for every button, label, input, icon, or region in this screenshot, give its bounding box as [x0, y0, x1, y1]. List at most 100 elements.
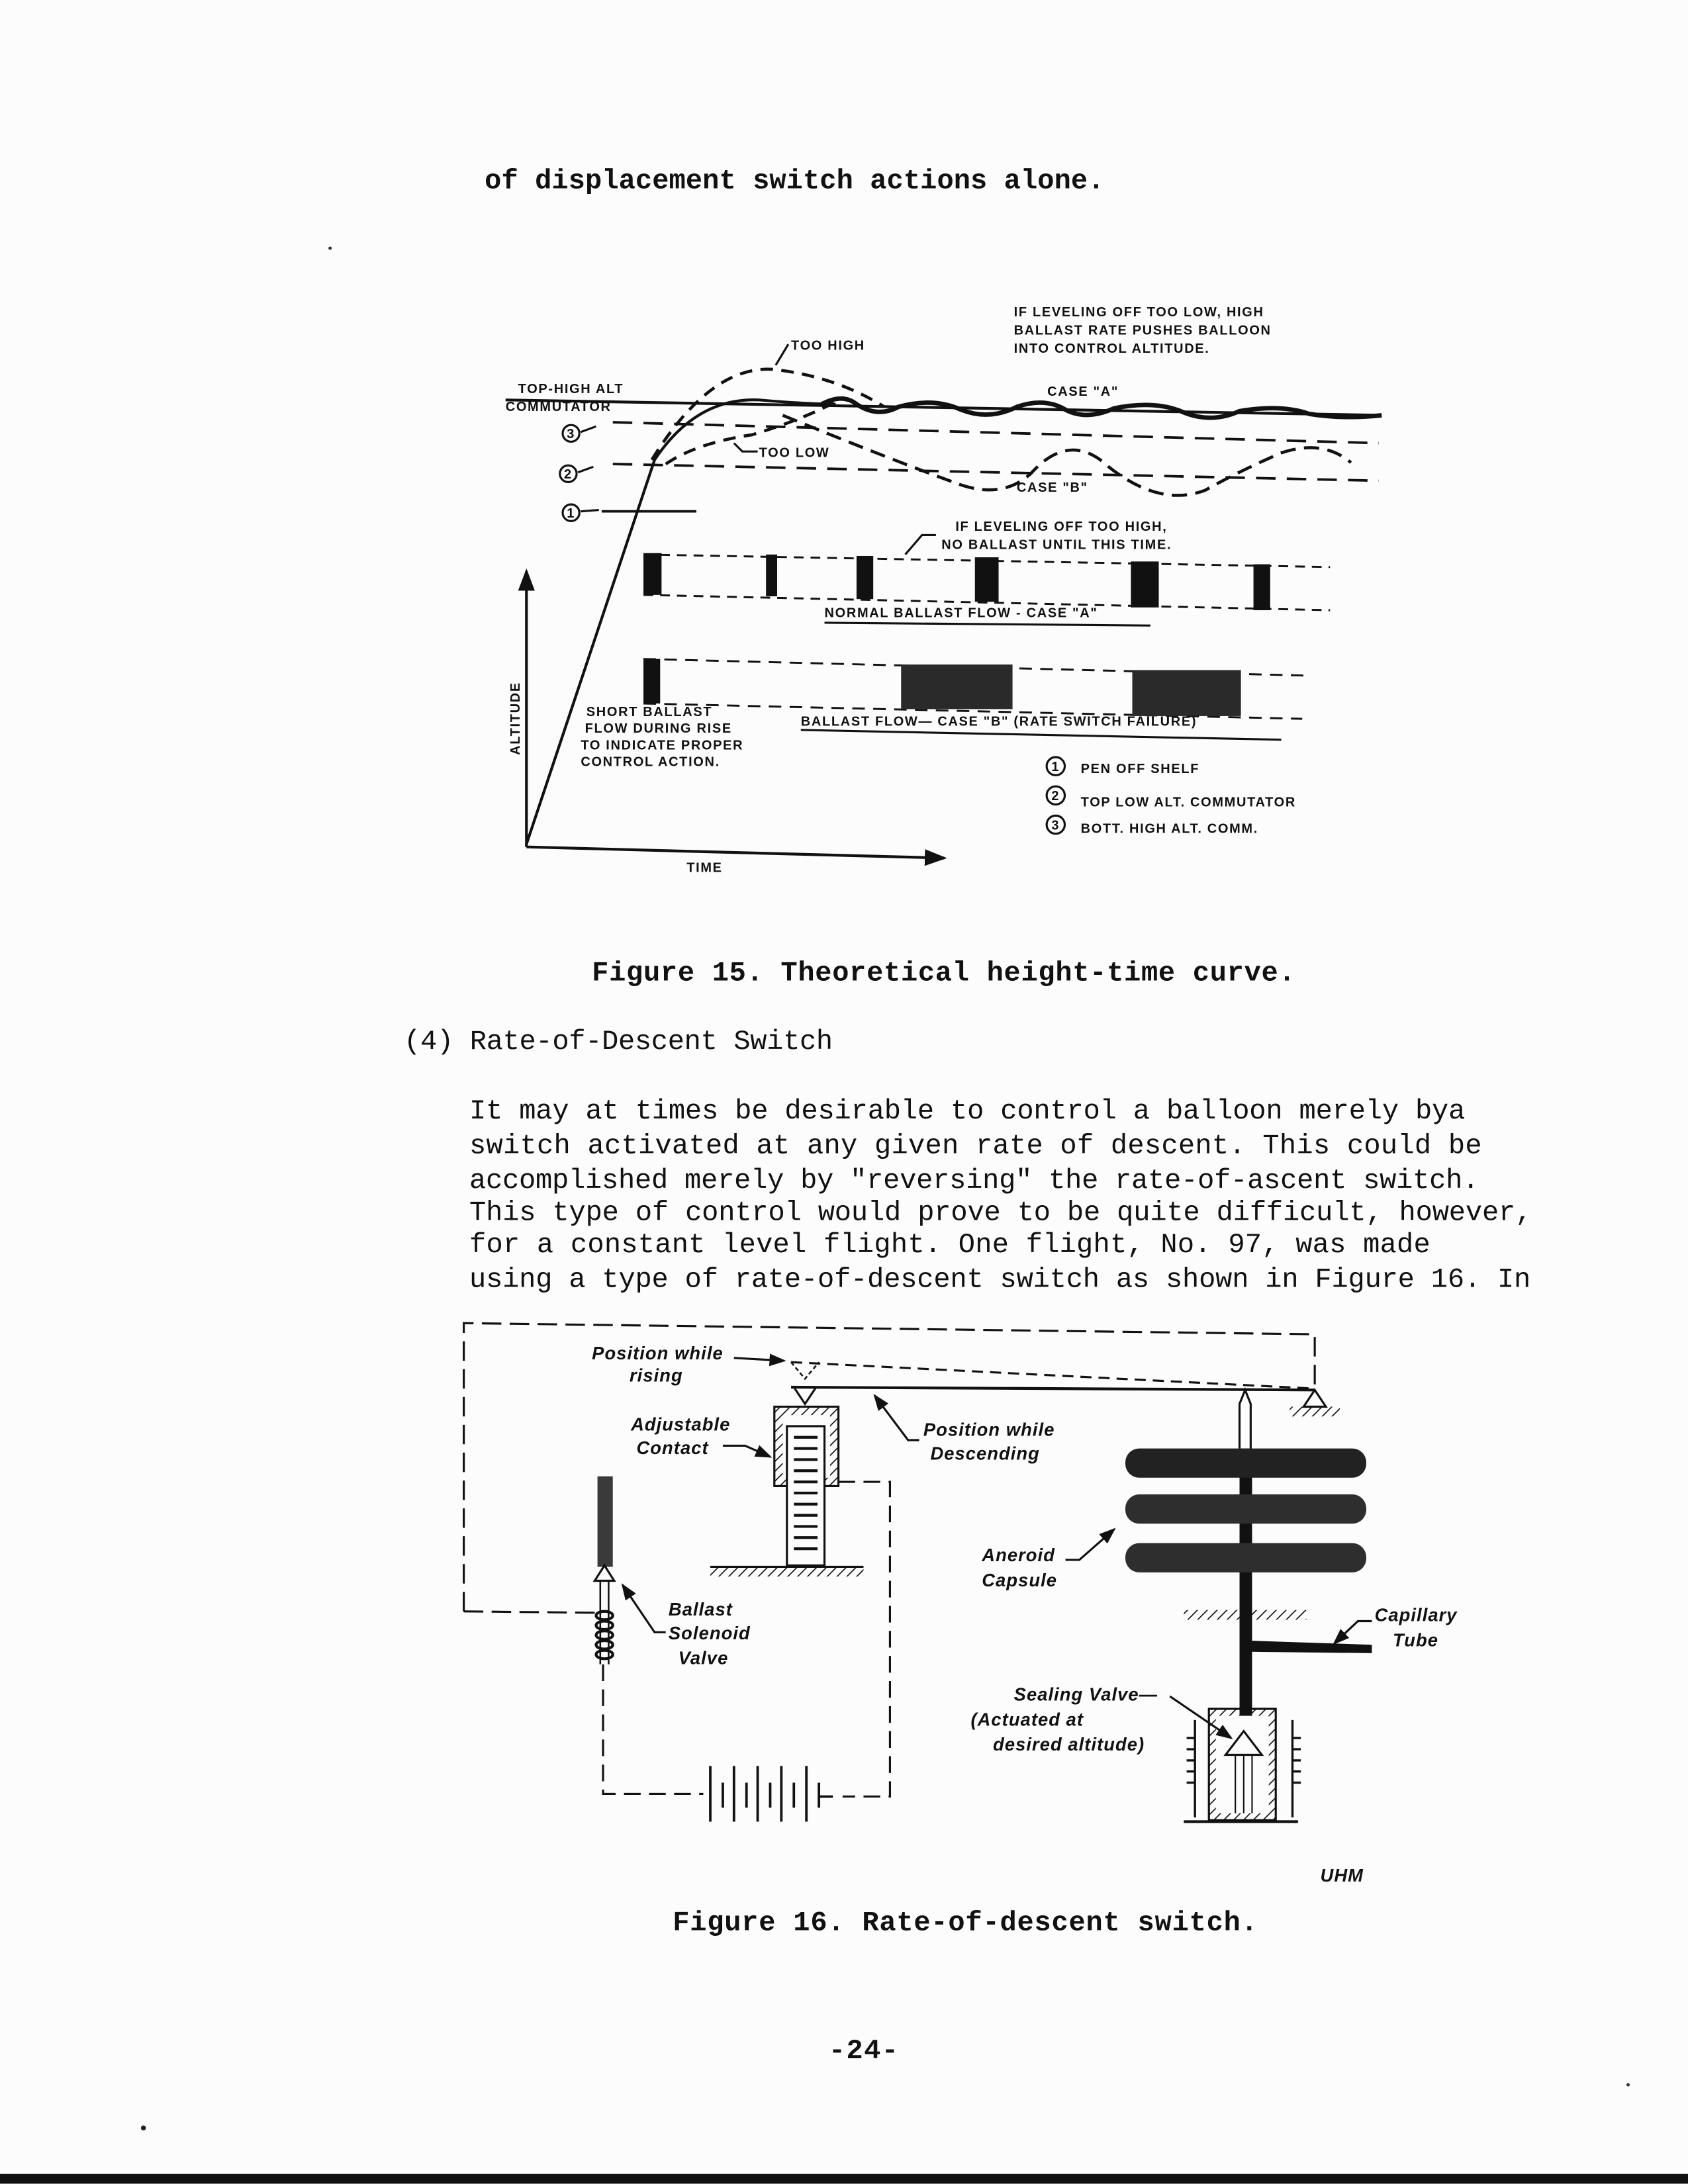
circuit-wire: [838, 1480, 892, 1798]
scan-speck: [328, 246, 332, 250]
sealing-valve-label: (Actuated at: [970, 1709, 1084, 1729]
short-ballast-note: FLOW DURING RISE: [585, 721, 732, 736]
figure-16: Position while rising Adjustable Contact…: [463, 1322, 1458, 1886]
leader-arrow: [1065, 1527, 1116, 1561]
ballast-pulse: [643, 659, 661, 704]
leader-arrow: [1169, 1695, 1233, 1740]
valve-stems: [1235, 1754, 1253, 1813]
paragraph-line: switch activated at any given rate of de…: [469, 1130, 1482, 1162]
normal-flow-label: NORMAL BALLAST FLOW - CASE "A": [825, 606, 1098, 621]
too-high-leader: [774, 343, 790, 366]
position-rising-label: Position while: [592, 1343, 724, 1363]
paragraph-line: accomplished merely by "reversing" the r…: [469, 1165, 1479, 1197]
sealing-valve-label: desired altitude): [993, 1734, 1145, 1754]
short-ballast-note: TO INDICATE PROPER: [581, 738, 743, 752]
ballast-pulse: [1253, 564, 1270, 611]
bott-high-alt-line: [612, 421, 1379, 445]
annotation-line: IF LEVELING OFF TOO HIGH,: [955, 520, 1167, 534]
legend-num: 3: [1051, 818, 1060, 833]
figure-16-caption: Figure 16. Rate-of-descent switch.: [673, 1907, 1258, 1939]
leader-arrow: [733, 1353, 786, 1367]
top-low-alt-line: [612, 463, 1379, 482]
paragraph: It may at times be desirable to control …: [469, 1095, 1532, 1296]
aneroid-capsule: [1125, 1448, 1366, 1478]
capillary-tube: [1249, 1640, 1372, 1653]
paragraph-line: using a type of rate-of-descent switch a…: [469, 1264, 1530, 1296]
capillary-tube-label: Capillary: [1375, 1605, 1458, 1625]
ground-hatch: [1289, 1406, 1340, 1417]
ballast-solenoid-label: Valve: [679, 1648, 729, 1668]
draftsman-initials: UHM: [1321, 1865, 1364, 1886]
svg-text:2: 2: [564, 467, 573, 482]
aneroid-rod: [1239, 1448, 1252, 1734]
aneroid-capsule: [1125, 1543, 1366, 1572]
paragraph-line: This type of control would prove to be q…: [469, 1197, 1532, 1229]
figure-15: ALTITUDE TIME TOP-HIGH ALT COMMUTATOR 3 …: [505, 305, 1382, 876]
aneroid-capsule: [1125, 1494, 1366, 1524]
leader-arrow: [722, 1444, 773, 1458]
legend-item: PEN OFF SHELF: [1081, 762, 1199, 776]
ballast-solenoid-label: Solenoid: [669, 1623, 751, 1643]
scan-bottom-edge: [0, 2173, 1688, 2184]
svg-text:3: 3: [567, 427, 575, 441]
case-b-label: CASE "B": [1017, 480, 1088, 495]
case-a-curve: [820, 396, 1382, 420]
ballast-long-pulse: [1132, 670, 1241, 716]
commutator-label: COMMUTATOR: [506, 400, 612, 414]
aneroid-capsule-label: Capsule: [982, 1570, 1057, 1590]
aneroid-pointer: [1238, 1387, 1252, 1449]
rising-contact-triangle: [790, 1361, 820, 1381]
leader-arrow: [1333, 1619, 1372, 1645]
ballast-tube: [597, 1476, 613, 1567]
ballast-pulse: [856, 555, 874, 600]
solenoid-coil-icon: [594, 1610, 614, 1661]
annotation-line: NO BALLAST UNTIL THIS TIME.: [941, 537, 1172, 552]
marker-1: 1: [561, 503, 599, 522]
leader-arrow: [873, 1394, 919, 1441]
paragraph-line: for a constant level flight. One flight,…: [469, 1229, 1430, 1261]
too-low-label: TOO LOW: [759, 446, 830, 461]
ballast-pulse: [766, 554, 778, 596]
leader-arrow: [621, 1583, 666, 1633]
section-heading: (4) Rate-of-Descent Switch: [404, 1026, 833, 1058]
too-high-label: TOO HIGH: [791, 339, 865, 353]
case-b-flow-label: BALLAST FLOW— CASE "B" (RATE SWITCH FAIL…: [801, 715, 1197, 729]
solenoid-valve-triangle: [592, 1563, 616, 1582]
marker-3: 3: [561, 424, 597, 443]
ground-hatch: [1184, 1610, 1307, 1620]
linkage-dashed-wire: [463, 1322, 1316, 1612]
top-high-alt-label: TOP-HIGH ALT: [518, 382, 624, 396]
position-descending-label: Descending: [930, 1443, 1040, 1463]
paragraph-line: It may at times be desirable to control …: [469, 1095, 1465, 1127]
marker-2: 2: [559, 464, 594, 484]
scan-speck: [1626, 2083, 1630, 2087]
page-number: -24-: [829, 2035, 898, 2067]
rise-curve: [525, 398, 836, 845]
annotation-line: IF LEVELING OFF TOO LOW, HIGH: [1014, 305, 1264, 320]
aneroid-capsule-label: Aneroid: [981, 1545, 1055, 1565]
adjustable-contact-label: Adjustable: [630, 1414, 730, 1434]
ballast-pulse: [643, 553, 662, 595]
sealing-valve-label: Sealing Valve—: [1014, 1684, 1158, 1704]
housing-interior: [1215, 1715, 1269, 1813]
x-axis-line: [526, 845, 947, 866]
pivot-icon: [1301, 1388, 1328, 1408]
ballast-pulse: [974, 557, 999, 602]
flow-a-bottom-dash: [643, 594, 1331, 612]
spring-coils: [794, 1435, 818, 1551]
contact-spring: [786, 1425, 826, 1567]
position-rising-label: rising: [630, 1365, 683, 1386]
case-a-label: CASE "A": [1047, 385, 1119, 399]
lever-rising: [790, 1361, 1315, 1390]
y-axis-label: ALTITUDE: [508, 682, 523, 755]
lever-descending: [791, 1385, 1315, 1392]
capillary-tube-label: Tube: [1393, 1629, 1438, 1650]
short-ballast-note: CONTROL ACTION.: [581, 755, 720, 770]
legend-num: 1: [1051, 760, 1060, 774]
ballast-pulse: [1131, 561, 1159, 608]
ballast-solenoid-label: Ballast: [669, 1599, 733, 1619]
adjustable-contact-label: Contact: [637, 1437, 710, 1458]
legend-item: BOTT. HIGH ALT. COMM.: [1081, 822, 1258, 837]
underline: [800, 729, 1282, 741]
